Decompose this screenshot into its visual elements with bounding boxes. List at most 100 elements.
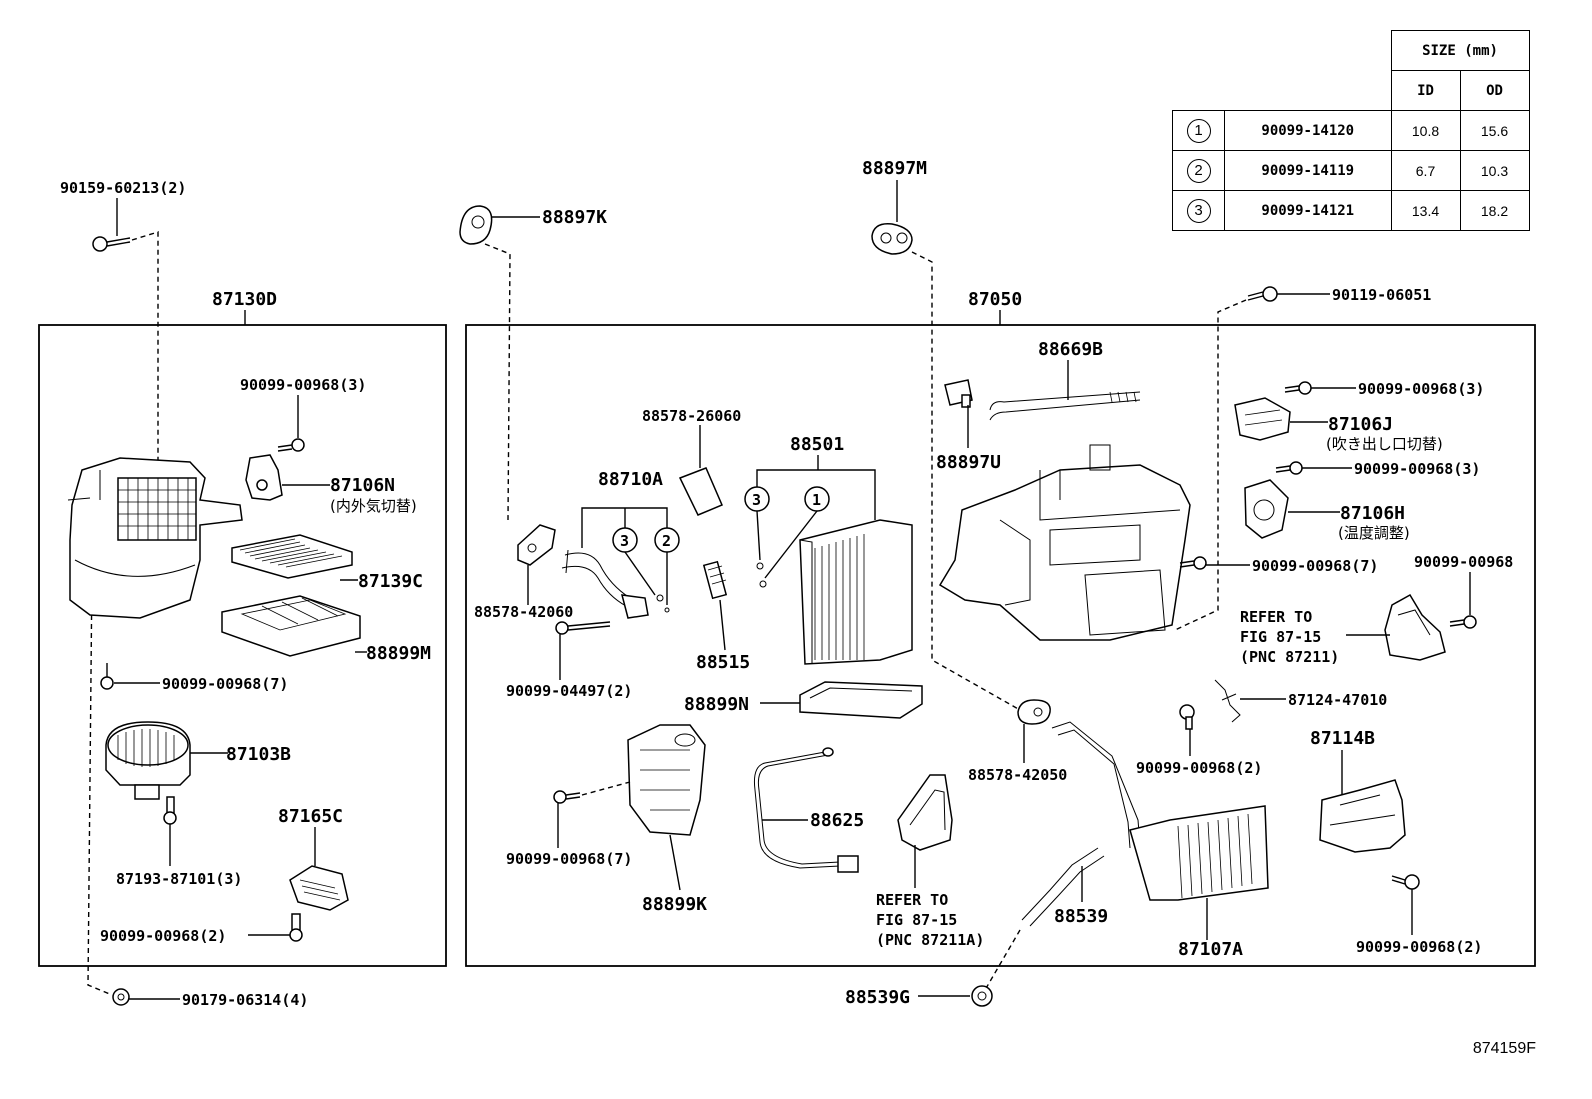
label-88578-42060[interactable]: 88578-42060 (474, 603, 573, 621)
label-88899M[interactable]: 88899M (366, 643, 431, 664)
label-88539[interactable]: 88539 (1054, 906, 1108, 927)
size-od-value: 10.3 (1459, 150, 1530, 191)
label-90099-00968[interactable]: 90099-00968 (1414, 553, 1513, 571)
duct-87211-icon (1384, 593, 1446, 661)
assembly-label-87050[interactable]: 87050 (968, 289, 1022, 310)
label-88897K[interactable]: 88897K (542, 207, 607, 228)
label-refer1-b[interactable]: FIG 87-15 (1240, 628, 1321, 646)
label-refer2-c[interactable]: (PNC 87211A) (876, 931, 984, 949)
size-part-number[interactable]: 90099-14119 (1224, 150, 1392, 191)
screw-icon (163, 796, 177, 825)
label-88578-26060[interactable]: 88578-26060 (642, 407, 741, 425)
label-87165C[interactable]: 87165C (278, 806, 343, 827)
table-row: 3 90099-14121 13.4 18.2 (1172, 190, 1530, 231)
label-88578-42050[interactable]: 88578-42050 (968, 766, 1067, 784)
label-87193-87101[interactable]: 87193-87101(3) (116, 870, 242, 888)
heater-case-icon (938, 444, 1191, 641)
duct-87211A-icon (897, 774, 953, 851)
label-88897U[interactable]: 88897U (936, 452, 1001, 473)
table-row: 1 90099-14120 10.8 15.6 (1172, 110, 1530, 151)
label-90099-00968-3c[interactable]: 90099-00968(3) (1354, 460, 1480, 478)
size-table-col-id: ID (1390, 70, 1461, 111)
label-88899K[interactable]: 88899K (642, 894, 707, 915)
grommet-88897U-icon (944, 379, 973, 408)
label-87106N-jp: (内外気切替) (330, 497, 417, 515)
label-90099-00968-7a[interactable]: 90099-00968(7) (162, 675, 288, 693)
label-90119-06051[interactable]: 90119-06051 (1332, 286, 1431, 304)
grommet-88539G-icon (971, 985, 993, 1007)
drain-pipe-88669B-icon (989, 391, 1141, 421)
label-90099-00968-3b[interactable]: 90099-00968(3) (1358, 380, 1484, 398)
label-90099-00968-2a[interactable]: 90099-00968(2) (100, 927, 226, 945)
label-87124-47010[interactable]: 87124-47010 (1288, 691, 1387, 709)
label-refer2-a[interactable]: REFER TO (876, 891, 948, 909)
evaporator-88501-icon (799, 519, 913, 665)
expansion-valve-88515-icon (702, 560, 728, 600)
plate-88578-42060-icon (517, 524, 556, 566)
label-90179-06314[interactable]: 90179-06314(4) (182, 991, 308, 1009)
screw-icon (553, 790, 581, 804)
heater-core-87107A-icon (1051, 721, 1269, 901)
label-87139C[interactable]: 87139C (358, 571, 423, 592)
size-mark-2: 2 (1186, 158, 1211, 183)
label-88625[interactable]: 88625 (810, 810, 864, 831)
screw-icon (1284, 381, 1312, 395)
size-table-header: SIZE (mm) (1390, 30, 1530, 71)
resistor-87165C-icon (289, 865, 349, 911)
figure-id: 874159F (1472, 1040, 1536, 1057)
callout-3-right: 3 (752, 491, 761, 509)
pipes-88710A-icon (561, 549, 649, 619)
pipe-88539-icon (1021, 847, 1105, 927)
screw-icon (1275, 461, 1303, 475)
label-88899N[interactable]: 88899N (684, 694, 749, 715)
label-87107A[interactable]: 87107A (1178, 939, 1243, 960)
label-87106J[interactable]: 87106J (1328, 414, 1393, 435)
label-87106H-jp: (温度調整) (1338, 524, 1410, 542)
label-refer2-b[interactable]: FIG 87-15 (876, 911, 957, 929)
size-part-number[interactable]: 90099-14120 (1224, 110, 1392, 151)
insulator-88578-26060-icon (678, 467, 723, 516)
damper-servo-88899K-icon (627, 724, 706, 836)
label-87106H[interactable]: 87106H (1340, 503, 1405, 524)
blower-case-icon (67, 457, 243, 619)
label-88897M[interactable]: 88897M (862, 158, 927, 179)
label-90099-04497[interactable]: 90099-04497(2) (506, 682, 632, 700)
label-88501[interactable]: 88501 (790, 434, 844, 455)
label-88515[interactable]: 88515 (696, 652, 750, 673)
label-refer1-a[interactable]: REFER TO (1240, 608, 1312, 626)
clip-87124-icon (1214, 679, 1241, 723)
servo-motor-87106N-icon (245, 454, 283, 501)
label-90099-00968-3a[interactable]: 90099-00968(3) (240, 376, 366, 394)
label-88539G[interactable]: 88539G (845, 987, 910, 1008)
label-refer1-c[interactable]: (PNC 87211) (1240, 648, 1339, 666)
assembly-box-left (38, 324, 447, 967)
servo-motor-87106J-icon (1234, 397, 1291, 441)
label-87106N[interactable]: 87106N (330, 475, 395, 496)
callout-3-left: 3 (620, 532, 629, 550)
label-90099-00968-7b[interactable]: 90099-00968(7) (506, 850, 632, 868)
label-90099-00968-2c[interactable]: 90099-00968(2) (1356, 938, 1482, 956)
bolt-90159-icon (92, 236, 131, 252)
label-87103B[interactable]: 87103B (226, 744, 291, 765)
assembly-label-87130D[interactable]: 87130D (212, 289, 277, 310)
callout-1: 1 (812, 491, 821, 509)
screw-icon (1391, 874, 1420, 890)
screw-icon (1449, 615, 1477, 629)
label-90099-00968-2b[interactable]: 90099-00968(2) (1136, 759, 1262, 777)
label-90099-00968-7c[interactable]: 90099-00968(7) (1252, 557, 1378, 575)
label-87114B[interactable]: 87114B (1310, 728, 1375, 749)
tray-88899N-icon (799, 681, 923, 719)
screw-icon (289, 913, 303, 942)
screw-icon (277, 438, 305, 452)
bracket-87114B-icon (1319, 779, 1406, 853)
size-od-value: 15.6 (1459, 110, 1530, 151)
size-table: SIZE (mm) ID OD 1 90099-14120 10.8 15.6 … (1172, 30, 1530, 231)
label-88669B[interactable]: 88669B (1038, 339, 1103, 360)
bolt-icon (555, 621, 611, 635)
size-part-number[interactable]: 90099-14121 (1224, 190, 1392, 231)
screw-icon (100, 663, 114, 690)
label-88710A[interactable]: 88710A (598, 469, 663, 490)
label-90159-60213[interactable]: 90159-60213(2) (60, 179, 186, 197)
filter-frame-88899M-icon (221, 595, 361, 657)
